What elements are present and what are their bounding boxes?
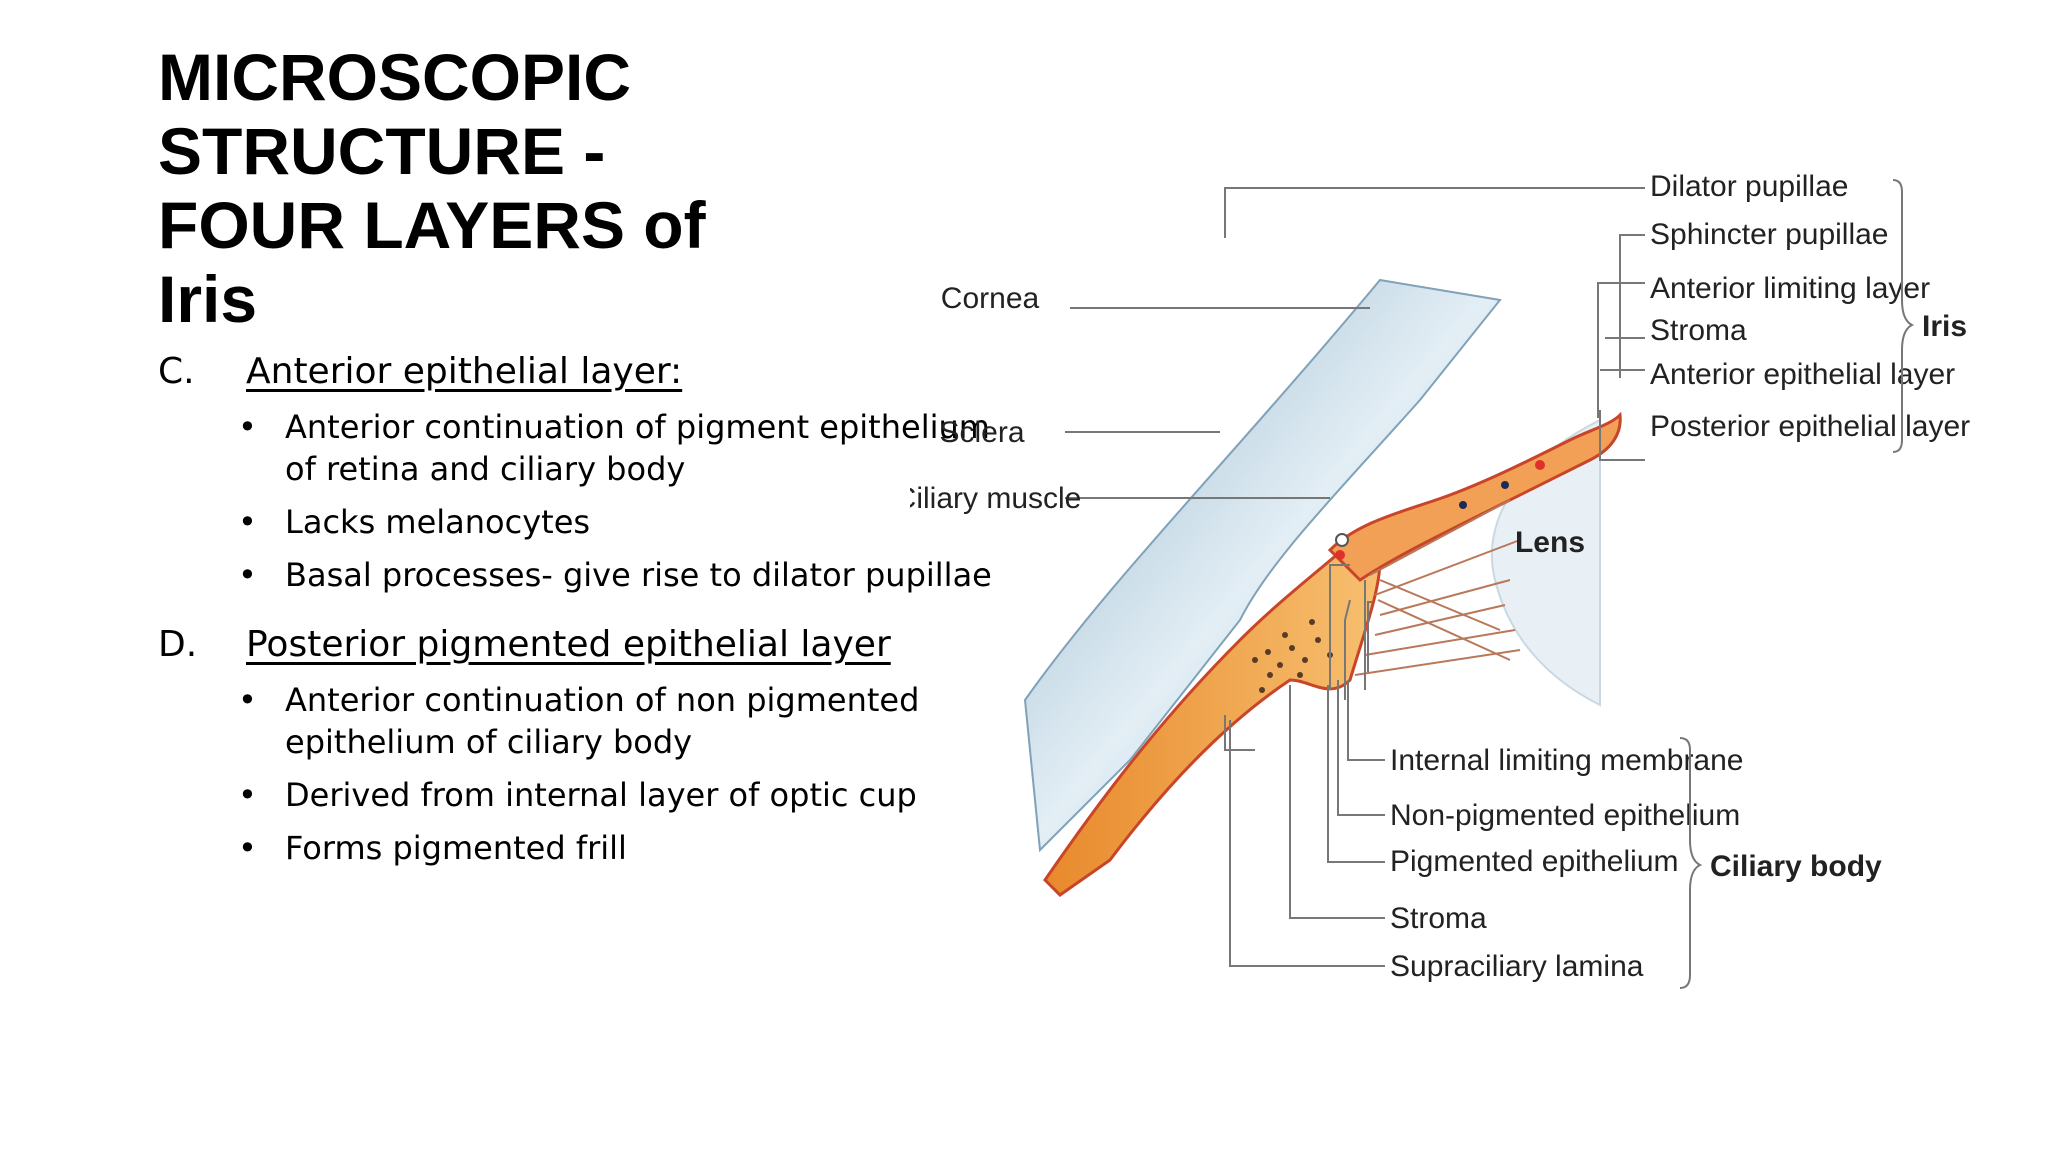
label-lens: Lens (1515, 526, 1585, 559)
title-line: MICROSCOPIC (158, 40, 632, 114)
label-sclera: Sclera (939, 416, 1024, 449)
zonule-fibers (1354, 499, 1521, 676)
label-ciliary-layer: Internal limiting membrane (1390, 744, 1743, 777)
bullet-icon: • (238, 829, 257, 867)
label-ciliary-layer: Non-pigmented epithelium (1390, 799, 1740, 832)
bullet-icon: • (238, 681, 257, 719)
bullet-item: • Anterior continuation of non pigmented … (158, 679, 1015, 763)
label-ciliary-muscle: Ciliary muscle (910, 482, 1081, 515)
label-ciliary-group: Ciliary body (1710, 850, 1882, 883)
label-iris-layer: Sphincter pupillae (1650, 218, 1889, 251)
bullet-text: Basal processes- give rise to dilator pu… (285, 556, 992, 594)
bullet-item: • Forms pigmented frill (158, 827, 1015, 869)
bullet-icon: • (238, 776, 257, 814)
bullet-text: Anterior continuation of non pigmented e… (285, 681, 920, 761)
label-iris-layer: Anterior epithelial layer (1650, 358, 1955, 391)
label-iris-layer: Stroma (1650, 314, 1747, 347)
label-iris-layer: Posterior epithelial layer (1650, 410, 1970, 443)
bullet-item: • Lacks melanocytes (158, 501, 1015, 543)
pigment-dots (1252, 619, 1333, 693)
bullet-icon: • (238, 408, 257, 446)
slide-title: MICROSCOPIC STRUCTURE - FOUR LAYERS of I… (158, 40, 798, 336)
ciliary-brace (1679, 737, 1703, 989)
title-line: STRUCTURE - (158, 114, 606, 188)
bullet-item: • Anterior continuation of pigment epithe… (158, 406, 1015, 490)
ciliary-body-shape (1043, 532, 1382, 897)
section-heading: C. Anterior epithelial layer: (158, 350, 918, 394)
section-heading: D. Posterior pigmented epithelial layer (158, 623, 918, 667)
iris-label-group: Dilator pupillae Sphincter pupillae Ante… (1650, 170, 1970, 453)
bullet-list: • Anterior continuation of pigment epithe… (158, 406, 992, 596)
bullet-icon: • (238, 556, 257, 594)
bullet-icon: • (238, 503, 257, 541)
diagram-svg: Cornea Sclera Ciliary muscle Lens Dilato… (910, 170, 1970, 989)
body-text: C. Anterior epithelial layer: • Anterior … (158, 350, 992, 880)
label-iris-group: Iris (1922, 310, 1967, 343)
label-iris-layer: Anterior limiting layer (1650, 272, 1930, 305)
iris-brace (1892, 179, 1915, 453)
section-letter: D. (158, 624, 198, 665)
label-ciliary-layer: Stroma (1390, 902, 1487, 935)
iris-shape (1327, 411, 1622, 582)
bullet-text: Forms pigmented frill (285, 829, 627, 867)
label-cornea: Cornea (941, 282, 1040, 315)
bullet-text: Derived from internal layer of optic cup (285, 776, 917, 814)
bullet-text: Anterior continuation of pigment epithel… (285, 408, 990, 488)
bullet-list: • Anterior continuation of non pigmented … (158, 679, 919, 869)
section-letter: C. (158, 351, 195, 392)
title-line: Iris (158, 262, 258, 336)
label-iris-layer: Dilator pupillae (1650, 170, 1848, 203)
section-title: Anterior epithelial layer: (246, 351, 683, 392)
label-ciliary-layer: Pigmented epithelium (1390, 845, 1679, 878)
leader-lines (1065, 187, 1645, 751)
iris-ciliary-diagram: Cornea Sclera Ciliary muscle Lens Dilato… (910, 160, 1980, 1000)
bullet-text: Lacks melanocytes (285, 503, 591, 541)
section-posterior-pigmented: D. Posterior pigmented epithelial layer … (158, 623, 919, 869)
section-title: Posterior pigmented epithelial layer (246, 624, 891, 665)
section-anterior-epithelial: C. Anterior epithelial layer: • Anterior … (158, 350, 992, 596)
ciliary-label-group: Internal limiting membrane Non-pigmented… (1229, 680, 1882, 989)
label-ciliary-layer: Supraciliary lamina (1390, 950, 1644, 983)
cornea-sclera-shape (1023, 278, 1502, 853)
title-line: FOUR LAYERS of (158, 188, 706, 262)
bullet-item: • Basal processes- give rise to dilator p… (158, 554, 1015, 596)
bullet-item: • Derived from internal layer of optic cu… (158, 774, 1015, 816)
